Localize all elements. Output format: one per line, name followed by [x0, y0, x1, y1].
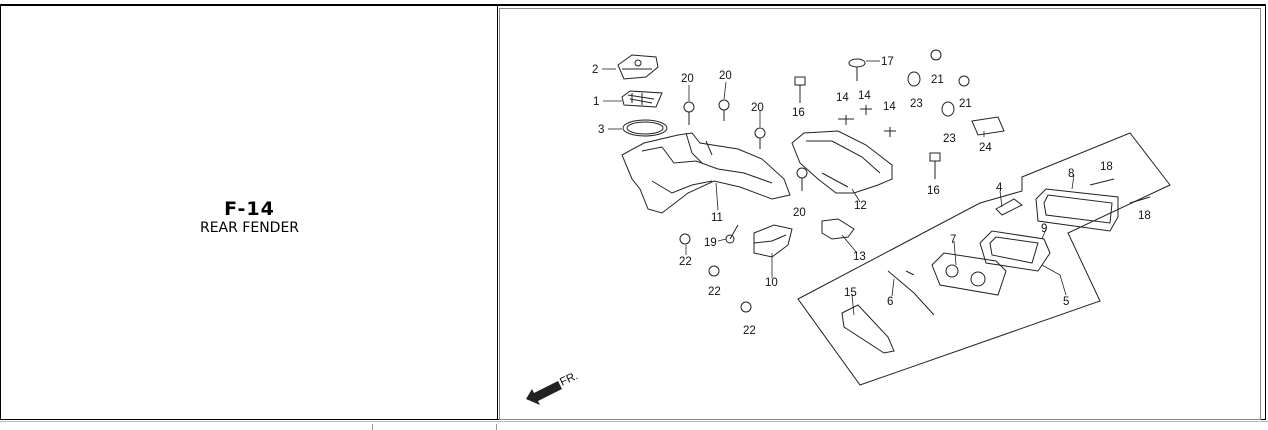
callout: 22 [743, 325, 756, 337]
leader-lines [602, 60, 1075, 316]
callout: 20 [681, 73, 694, 85]
fasteners [679, 49, 1151, 313]
part-1-mesh [621, 90, 663, 108]
column-separator [496, 424, 497, 430]
callout: 23 [910, 98, 923, 110]
section-title-block: F-14 REAR FENDER [1, 198, 498, 236]
part-13-cover [821, 218, 855, 240]
part-11-housing [621, 132, 791, 214]
catalog-row: F-14 REAR FENDER [0, 4, 1266, 420]
callout: 20 [719, 70, 732, 82]
part-4-bulb [995, 198, 1023, 216]
callout: 14 [883, 101, 896, 113]
callout: 9 [1041, 223, 1047, 235]
callout: 23 [943, 133, 956, 145]
callout: 20 [793, 207, 806, 219]
part-10-flap [753, 224, 793, 258]
callout: 4 [996, 182, 1003, 194]
next-row-border [0, 421, 1268, 430]
part-3-gasket [622, 119, 668, 137]
callout: 13 [853, 251, 866, 263]
callout: 16 [792, 107, 805, 119]
part-12-bracket [791, 130, 893, 194]
callout: 21 [959, 98, 972, 110]
part-2-cap [617, 54, 659, 80]
callout: 8 [1068, 168, 1074, 180]
part-9-gasket [979, 230, 1051, 272]
front-direction-arrow: FR. [526, 370, 580, 405]
callout: 3 [598, 124, 604, 136]
callout: 10 [765, 277, 778, 289]
exploded-diagram: FR. 2 1 3 20 20 20 [526, 49, 1171, 405]
part-15-bracket [841, 304, 895, 354]
callout: 2 [592, 64, 598, 76]
callout: 22 [679, 256, 692, 268]
part-8-lens [1035, 188, 1119, 232]
callout: 1 [593, 96, 599, 108]
callout: 6 [887, 296, 893, 308]
callout: 24 [979, 142, 992, 154]
callout: 19 [704, 237, 717, 249]
column-separator [372, 424, 373, 430]
callout: 17 [881, 56, 894, 68]
callout: 21 [931, 74, 944, 86]
diagram-cell: FR. 2 1 3 20 20 20 [499, 8, 1261, 420]
callout: 12 [854, 200, 867, 212]
part-6-socket [887, 270, 935, 316]
callout: 20 [751, 102, 764, 114]
front-direction-label: FR. [558, 370, 580, 389]
callout: 18 [1138, 210, 1151, 222]
callout: 11 [711, 212, 723, 224]
callout: 16 [927, 185, 940, 197]
callout: 22 [708, 286, 721, 298]
section-code: F-14 [224, 198, 275, 220]
callout: 15 [844, 287, 857, 299]
callout: 7 [950, 234, 956, 246]
callout: 14 [858, 90, 871, 102]
callout: 18 [1100, 161, 1113, 173]
section-title: REAR FENDER [199, 220, 300, 236]
callout-labels: 2 1 3 20 20 20 20 16 17 14 14 14 21 21 2… [592, 56, 1151, 337]
callout: 14 [836, 92, 849, 104]
part-7-housing [931, 252, 1007, 296]
callout: 5 [1063, 296, 1069, 308]
section-cell: F-14 REAR FENDER [1, 6, 498, 419]
